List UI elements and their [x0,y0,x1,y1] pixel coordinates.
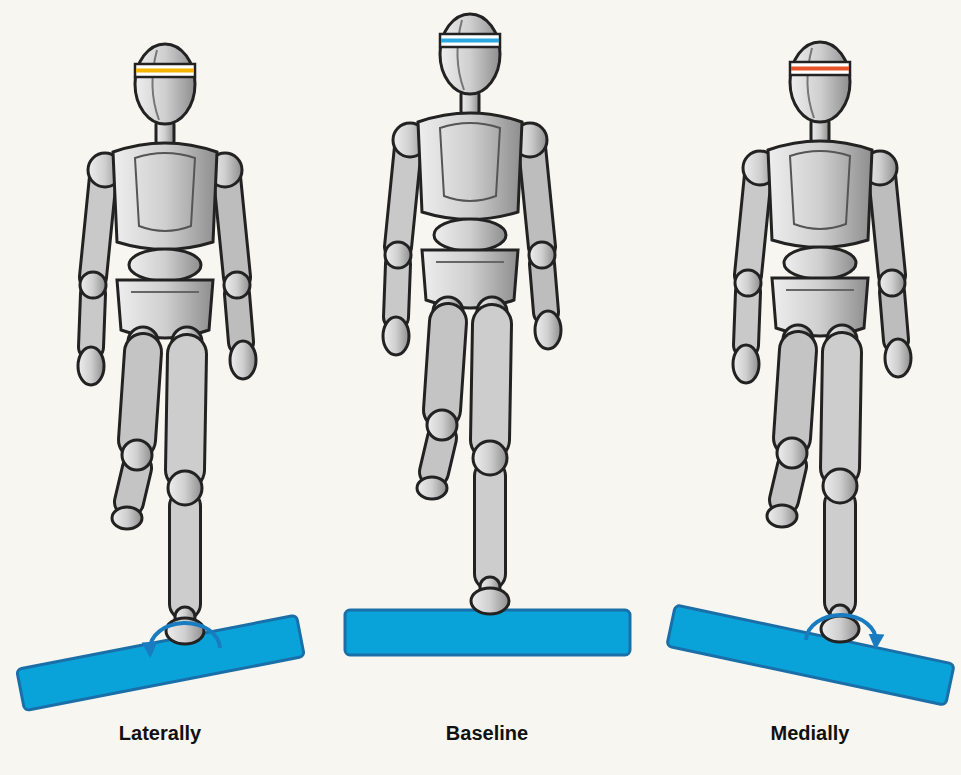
figure-label: Baseline [446,722,528,745]
headband [790,62,850,75]
headband [135,64,195,77]
figure-label: Medially [771,722,850,745]
mannequin-body [383,14,561,614]
headband-stripe [441,39,499,43]
rotation-arrow [806,615,876,642]
mannequin-body [78,44,256,644]
mannequin-body [733,42,911,642]
mannequin [733,42,911,642]
tilted-beam [667,605,955,705]
figure-label: Laterally [119,722,201,745]
mannequin [383,14,561,614]
tilted-beam [17,615,305,711]
headband-stripe [791,67,849,71]
headband-stripe [136,69,194,73]
rotation-arrow [150,623,220,650]
mannequin [78,44,256,644]
headband [440,34,500,47]
flat-beam [345,610,630,655]
